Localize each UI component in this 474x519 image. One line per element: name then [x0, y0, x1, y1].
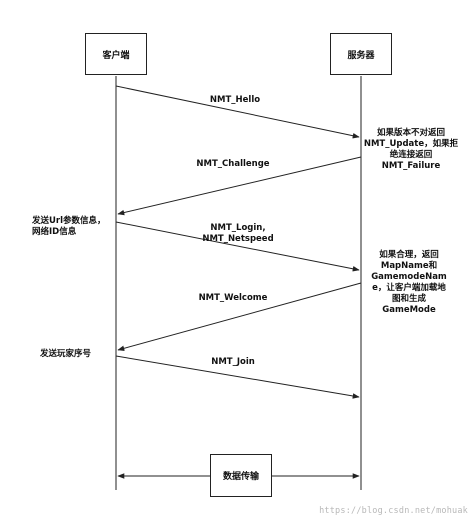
server-note-version-check: 如果版本不对返回 NMT_Update，如果拒 绝连接返回 NMT_Failur… — [363, 128, 459, 171]
server-box: 服务器 — [330, 33, 392, 75]
client-note-player-index: 发送玩家序号 — [40, 349, 92, 359]
watermark: https://blog.csdn.net/mohuak — [319, 506, 468, 516]
message-label: NMT_Hello — [209, 95, 261, 105]
arrow-nmt-join — [115, 355, 360, 399]
message-label: NMT_Challenge — [196, 159, 270, 169]
client-label: 客户端 — [102, 50, 130, 61]
message-label: NMT_Login, NMT_Netspeed — [202, 223, 274, 244]
data-transfer-box: 数据传输 — [210, 454, 272, 497]
arrow-nmt-hello — [115, 85, 360, 139]
data-transfer-label: 数据传输 — [222, 472, 259, 482]
arrow-nmt-login — [115, 221, 360, 272]
server-note-map-info: 如果合理，返回 MapName和 GamemodeNam e，让客户端加载地 图… — [371, 250, 447, 315]
client-box: 客户端 — [85, 33, 147, 75]
arrow-nmt-challenge — [117, 156, 362, 216]
server-label: 服务器 — [347, 50, 375, 61]
message-label: NMT_Welcome — [198, 293, 268, 303]
message-label: NMT_Join — [211, 357, 255, 367]
client-note-url-params: 发送Url参数信息， 网络ID信息 — [32, 216, 106, 237]
arrow-nmt-welcome — [117, 282, 362, 352]
